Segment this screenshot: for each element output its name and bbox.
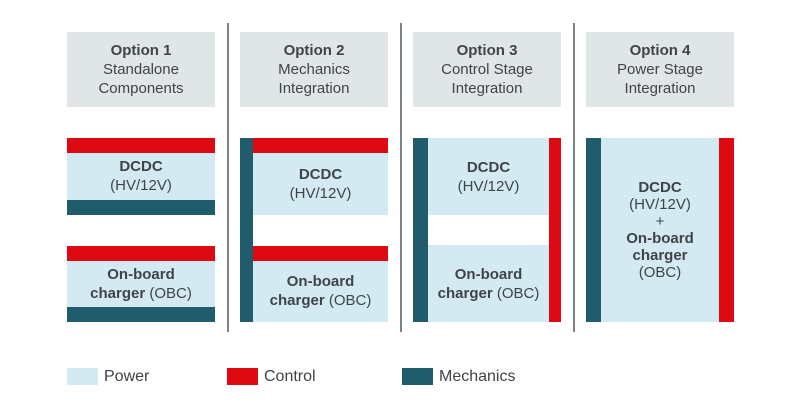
power-swatch [67, 368, 98, 385]
control-bar [67, 245, 215, 261]
control-bar [253, 138, 388, 153]
legend-power-label: Power [104, 368, 150, 385]
legend-item-power: Power [67, 368, 149, 385]
control-bar [67, 138, 215, 153]
dcdc-block: DCDC(HV/12V) [428, 138, 549, 215]
dcdc-block: DCDC(HV/12V) [67, 153, 215, 200]
option-2-title: Option 2 [283, 42, 345, 59]
option-2-subtitle: Mechanics Integration [278, 61, 350, 97]
option-1-header: Option 1 Standalone Components [67, 32, 215, 107]
mechanics-vertical-bar [240, 138, 253, 322]
option-4-header: Option 4 Power Stage Integration [586, 32, 734, 107]
option-1-dcdc-group: DCDC(HV/12V) [67, 138, 215, 215]
control-vertical-bar [549, 138, 561, 322]
option-3-column: Option 3 Control Stage Integration DCDC(… [413, 32, 561, 322]
column-divider-3 [573, 23, 575, 332]
control-swatch [227, 368, 258, 385]
option-4-subtitle: Power Stage Integration [617, 61, 703, 97]
mechanics-vertical-bar [413, 138, 428, 322]
option-1-subtitle: Standalone Components [98, 61, 184, 97]
dcdc-block: DCDC(HV/12V) [253, 153, 388, 215]
option-3-dcdc-group: DCDC(HV/12V) [428, 138, 549, 215]
options-columns: Option 1 Standalone Components DCDC(HV/1… [67, 32, 734, 322]
option-4-title: Option 4 [629, 42, 691, 59]
option-3-title: Option 3 [456, 42, 518, 59]
mechanics-vertical-bar [586, 138, 601, 322]
option-2-header: Option 2 Mechanics Integration [240, 32, 388, 107]
option-1-column: Option 1 Standalone Components DCDC(HV/1… [67, 32, 215, 322]
option-2-dcdc-group: DCDC(HV/12V) [253, 138, 388, 215]
legend-control-label: Control [264, 368, 316, 385]
option-2-column: Option 2 Mechanics Integration DCDC(HV/1… [240, 32, 388, 322]
option-3-header: Option 3 Control Stage Integration [413, 32, 561, 107]
mechanics-bar [67, 307, 215, 322]
column-divider-2 [400, 23, 402, 332]
mechanics-bar [67, 199, 215, 215]
legend-item-control: Control [227, 368, 316, 385]
column-divider-1 [227, 23, 229, 332]
option-1-title: Option 1 [110, 42, 172, 59]
option-4-column: Option 4 Power Stage Integration DCDC(HV… [586, 32, 734, 322]
legend-mechanics-label: Mechanics [439, 368, 516, 385]
control-vertical-bar [719, 138, 734, 322]
option-3-subtitle: Control Stage Integration [441, 61, 533, 97]
mechanics-swatch [402, 368, 433, 385]
control-bar [253, 245, 388, 261]
legend-item-mechanics: Mechanics [402, 368, 515, 385]
